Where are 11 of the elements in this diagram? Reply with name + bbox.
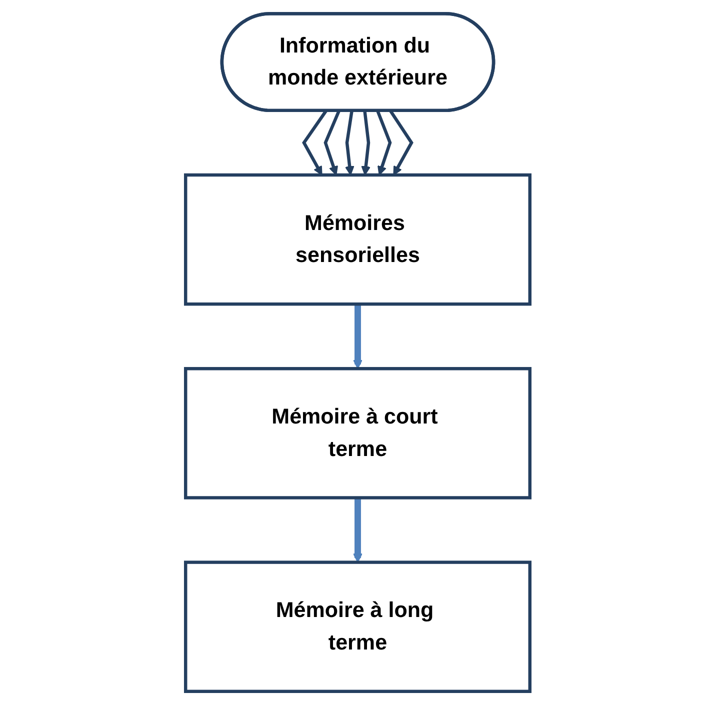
node-box: Mémoires sensorielles: [184, 173, 532, 306]
arrow: [302, 110, 328, 176]
arrow: [360, 110, 370, 176]
arrow: [352, 304, 362, 370]
arrow: [344, 110, 354, 176]
node-box: Mémoire à long terme: [184, 560, 532, 693]
arrow: [352, 498, 362, 563]
node-box: Mémoire à court terme: [184, 367, 532, 500]
arrow: [376, 110, 392, 176]
arrow: [388, 110, 414, 176]
arrow: [323, 110, 340, 176]
